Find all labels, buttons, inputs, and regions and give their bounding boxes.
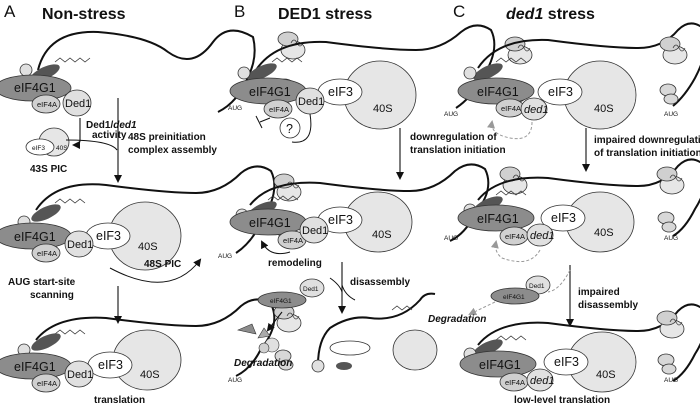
- a3-ded1-label: Ded1: [67, 369, 93, 381]
- c-bottom-label: low-level translation: [514, 395, 610, 406]
- a3-eif4a-label: eIF4A: [37, 379, 57, 388]
- b-step1-complex: 40S eIF4G1 eIF4A eIF3 Ded1 AUG ?: [229, 24, 533, 143]
- c-down-2: of translation initiation: [594, 148, 700, 159]
- panel-c: C ded1 stress 40S eIF4G1 eIF3 eIF4A ded1…: [428, 2, 700, 406]
- a-scanning-2: scanning: [30, 290, 74, 301]
- b-down-1: downregulation of: [410, 132, 497, 143]
- b-disassembly: disassembly: [350, 277, 410, 288]
- a1-eif4g1-label: eIF4G1: [14, 81, 56, 95]
- c2-eif4a-label: eIF4A: [505, 232, 525, 241]
- c3-eif4a-label: eIF4A: [505, 378, 525, 387]
- b-degradation: Degradation: [234, 358, 292, 369]
- b-free-eif4g1: eIF4G1: [270, 298, 292, 305]
- b2-aug-label: AUG: [444, 235, 458, 242]
- c1-eif3-label: eIF3: [548, 85, 573, 99]
- a1-eif4a-label: eIF4A: [37, 100, 57, 109]
- a3-40s-label: 40S: [140, 369, 160, 381]
- c2-eif3-label: eIF3: [551, 211, 576, 225]
- svg-text:40S: 40S: [56, 145, 68, 152]
- b2-eif3-label: eIF3: [328, 213, 353, 227]
- a2-eif4a-label: eIF4A: [37, 249, 57, 258]
- c2-ded1-label: ded1: [530, 230, 554, 242]
- a3-aug-label: AUG: [228, 377, 242, 384]
- b1-40s-label: 40S: [373, 103, 393, 115]
- b1-aug-label: AUG: [444, 111, 458, 118]
- c3-40s-label: 40S: [596, 369, 616, 381]
- c3-ded1-label: ded1: [530, 375, 554, 387]
- a2-40s-label: 40S: [138, 241, 158, 253]
- b2-eif4a-label: eIF4A: [283, 236, 303, 245]
- c-step2-complex: 40S eIF4G1 eIF3 eIF4A ded1 AUG: [457, 158, 700, 263]
- panel-a: A Non-stress eIF4G1 eIF4A Ded1 AUG Ded1/…: [0, 2, 306, 406]
- a-ded1-activity-2: activity: [92, 130, 127, 141]
- c-down-1: impaired downregulation: [594, 135, 700, 146]
- c-dis-1: impaired: [578, 287, 620, 298]
- b1-eif3-label: eIF3: [328, 85, 353, 99]
- b-down-2: translation initiation: [410, 145, 506, 156]
- c3-eif3-label: eIF3: [554, 355, 579, 369]
- c1-ded1-label: ded1: [524, 104, 548, 116]
- a1-aug-label: AUG: [228, 105, 242, 112]
- b2-eif4g1-label: eIF4G1: [249, 216, 291, 230]
- panel-letter-a: A: [4, 2, 16, 21]
- panel-title-c: ded1 stress: [506, 6, 595, 23]
- c3-aug-label: AUG: [664, 377, 678, 384]
- b1-ded1-label: Ded1: [298, 96, 324, 108]
- c1-40s-label: 40S: [594, 103, 614, 115]
- c-free-ded1: Ded1: [529, 283, 545, 290]
- panel-letter-c: C: [453, 2, 465, 21]
- a2-eif3-label: eIF3: [96, 229, 121, 243]
- a-43s-label: 43S PIC: [30, 164, 67, 175]
- c1-eif4g1-label: eIF4G1: [477, 85, 519, 99]
- a-bottom-label: translation: [94, 395, 145, 406]
- c2-40s-label: 40S: [594, 227, 614, 239]
- panel-letter-b: B: [234, 2, 245, 21]
- c1-eif4a-label: eIF4A: [501, 104, 521, 113]
- panel-title-a: Non-stress: [42, 6, 126, 23]
- a-scanning-1: AUG start-site: [8, 277, 76, 288]
- panel-b: B DED1 stress 40S eIF4G1 eIF4A eIF3 Ded1…: [229, 2, 533, 373]
- a-assembly-2: complex assembly: [128, 145, 217, 156]
- a2-aug-label: AUG: [218, 253, 232, 260]
- a2-48s-label: 48S PIC: [144, 259, 181, 270]
- c-dis-2: disassembly: [578, 300, 638, 311]
- c2-eif4g1-label: eIF4G1: [477, 212, 519, 226]
- a2-eif4g1-label: eIF4G1: [14, 230, 56, 244]
- a-43s-pic: eIF3 40S 43S PIC: [25, 127, 70, 175]
- c-step1-complex: 40S eIF4G1 eIF3 eIF4A ded1 AUG: [457, 22, 700, 140]
- b-step2-complex: 40S eIF4G1 eIF4A eIF3 Ded1 AUG: [229, 163, 528, 255]
- a3-eif3-label: eIF3: [98, 358, 123, 372]
- panel-title-b: DED1 stress: [278, 6, 372, 23]
- b2-40s-label: 40S: [372, 229, 392, 241]
- b1-eif4g1-label: eIF4G1: [249, 85, 291, 99]
- c1-aug-label: AUG: [664, 111, 678, 118]
- a-ded1-activity-1: Ded1/ded1: [86, 120, 137, 131]
- svg-text:eIF3: eIF3: [32, 145, 45, 152]
- b1-question: ?: [286, 122, 293, 136]
- a1-ded1-label: Ded1: [65, 98, 91, 110]
- b-free-ded1: Ded1: [303, 286, 319, 293]
- b2-ded1-label: Ded1: [302, 225, 328, 237]
- b1-eif4a-label: eIF4A: [269, 105, 289, 114]
- c-free-eif4g1: eIF4G1: [503, 294, 525, 301]
- c-degradation: Degradation: [428, 314, 486, 325]
- c3-eif4g1-label: eIF4G1: [479, 358, 521, 372]
- a-step3-complex: 40S eIF4G1 eIF4A eIF3 Ded1 AUG: [0, 298, 302, 393]
- a2-ded1-label: Ded1: [67, 239, 93, 251]
- a-assembly-1: 48S preinitiation: [128, 132, 206, 143]
- b-remodeling: remodeling: [268, 258, 322, 269]
- c2-aug-label: AUG: [664, 235, 678, 242]
- c-step3-complex: 40S eIF4G1 eIF3 eIF4A ded1 AUG: [459, 303, 700, 393]
- a3-eif4g1-label: eIF4G1: [14, 360, 56, 374]
- a-step1-complex: eIF4G1 eIF4A Ded1 AUG: [0, 29, 306, 117]
